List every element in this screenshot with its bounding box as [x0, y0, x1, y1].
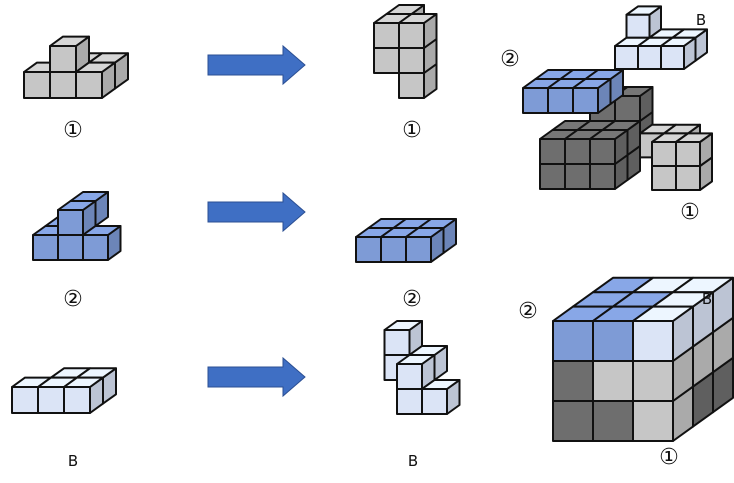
exploded-piece1	[639, 123, 713, 191]
label-piece1-exploded: ①	[680, 200, 700, 225]
arrow-row1	[207, 44, 306, 86]
piece1-left	[23, 35, 129, 99]
label-piece2-left: ②	[63, 287, 83, 312]
label-pieceB-mid: B	[408, 452, 418, 470]
pieceB-left	[11, 367, 117, 414]
label-piece2-exploded: ②	[500, 47, 520, 72]
label-piece2-mid: ②	[402, 287, 422, 312]
label-pieceB-left: B	[68, 452, 78, 470]
arrow-row3	[207, 356, 306, 398]
piece1-mid	[373, 4, 438, 99]
exploded-pieceB	[614, 5, 708, 70]
exploded-piece2	[522, 69, 624, 114]
label-piece1-left: ①	[63, 118, 83, 143]
label-piece1-mid: ①	[402, 118, 422, 143]
assembled-cube	[552, 276, 734, 442]
label-piece1-cube: ①	[659, 445, 679, 470]
label-pieceB-exploded: B	[696, 11, 706, 29]
piece2-mid	[355, 218, 457, 263]
label-piece2-cube: ②	[518, 299, 538, 324]
piece2-left	[32, 191, 122, 261]
arrow-row2	[207, 191, 306, 233]
label-pieceB-cube: B	[702, 290, 712, 308]
pieceB-mid	[383, 320, 461, 415]
